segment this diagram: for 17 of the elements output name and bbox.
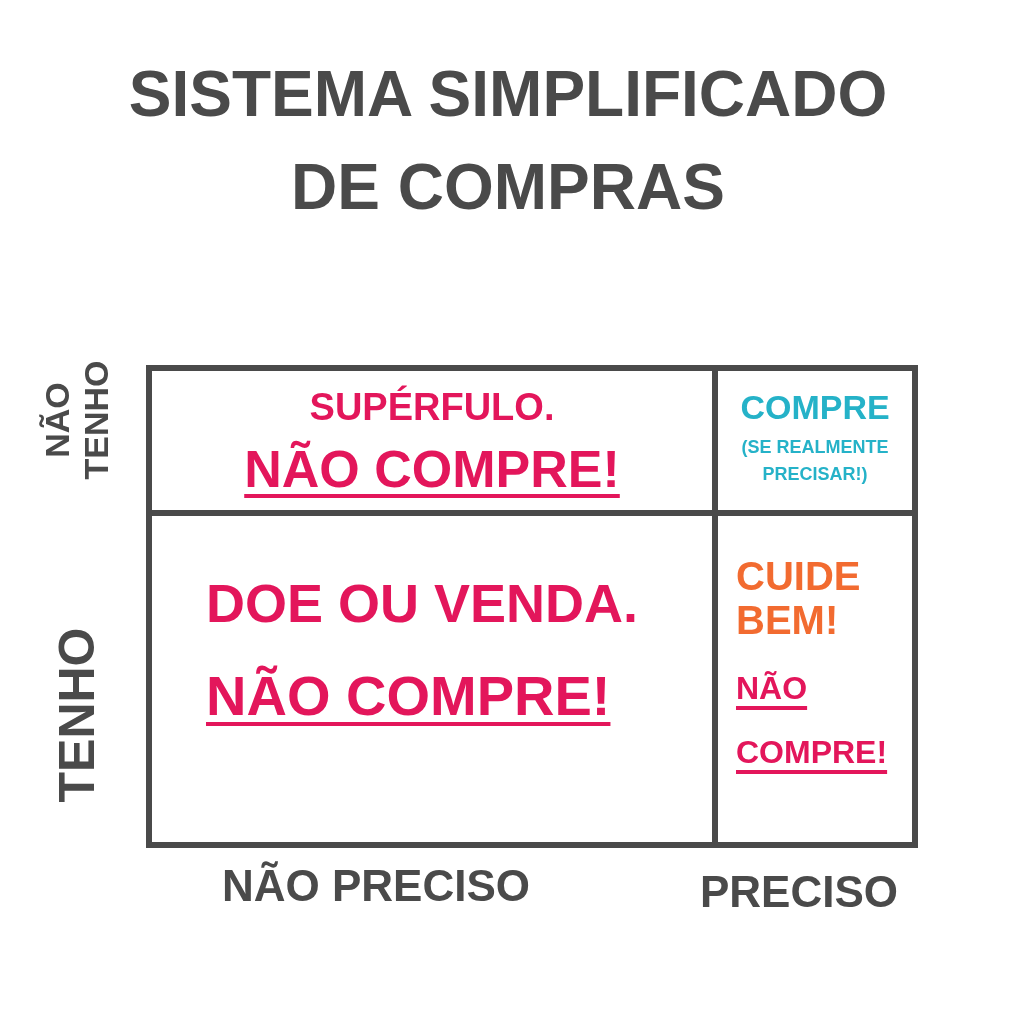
title: SISTEMA SIMPLIFICADO DE COMPRAS — [127, 57, 889, 225]
quadrant-heading: COMPRE — [740, 387, 890, 428]
advice-text: NÃO COMPRE! — [244, 438, 620, 500]
advice-text: NÃO COMPRE! — [736, 669, 889, 772]
axis-label: NÃO TENHO — [38, 359, 117, 482]
quadrant — [712, 365, 918, 510]
axis-label: TENHO — [48, 626, 106, 805]
quadrant-heading: CUIDE BEM! — [736, 554, 862, 642]
axis-label: NÃO PRECISO — [222, 860, 531, 912]
quadrant — [146, 365, 712, 510]
quadrant-heading: DOE OU VENDA. — [206, 572, 639, 635]
quadrant-heading: SUPÉRFULO. — [309, 385, 555, 430]
quadrant — [712, 510, 918, 848]
advice-text: NÃO COMPRE! — [206, 663, 611, 730]
axis-label: PRECISO — [700, 866, 899, 918]
quadrant — [146, 510, 712, 848]
advice-text: (SE REALMENTE PRECISAR!) — [740, 435, 890, 486]
